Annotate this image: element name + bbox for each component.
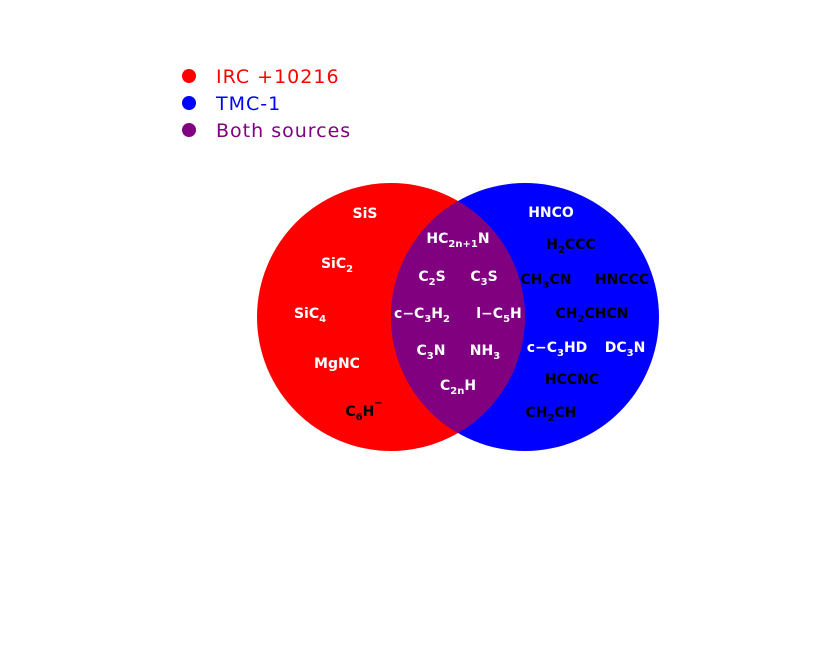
molecule-c-c3h2: c−C3H2	[394, 306, 450, 325]
molecule-c2nh: C2nH	[440, 378, 476, 397]
molecule-c3s: C3S	[470, 269, 497, 288]
molecule-sic4: SiC4	[294, 306, 326, 325]
molecule-hnco: HNCO	[528, 205, 574, 221]
molecule-l-c5h: l−C5H	[476, 306, 522, 325]
molecule-hc2n1n: HC2n+1N	[426, 231, 489, 250]
legend-marker-both	[182, 123, 196, 137]
molecule-sis: SiS	[353, 206, 378, 222]
overlap-region	[391, 183, 525, 451]
molecule-c6h-: C6H−	[345, 398, 382, 423]
molecule-ch2ch: CH2CH	[526, 405, 577, 424]
molecule-ch2chcn: CH2CHCN	[556, 306, 629, 325]
molecule-c2s: C2S	[418, 269, 445, 288]
molecule-hccnc: HCCNC	[545, 372, 599, 388]
legend-label-tmc: TMC-1	[215, 93, 281, 115]
molecule-c3n: C3N	[417, 343, 446, 362]
molecule-c-c3hd: c−C3HD	[527, 340, 588, 359]
legend-label-both: Both sources	[216, 120, 351, 142]
molecule-dc3n: DC3N	[605, 340, 646, 359]
molecule-ch3cn: CH3CN	[521, 272, 572, 291]
legend-marker-irc	[182, 69, 196, 83]
molecule-mgnc: MgNC	[314, 356, 360, 372]
legend: IRC +10216 TMC-1 Both sources	[182, 66, 351, 142]
legend-label-irc: IRC +10216	[216, 66, 340, 88]
legend-marker-tmc	[182, 96, 196, 110]
molecule-h2ccc: H2CCC	[546, 237, 596, 256]
molecule-nh3: NH3	[470, 343, 500, 362]
molecule-sic2: SiC2	[321, 256, 353, 275]
molecule-hnccc: HNCCC	[595, 272, 649, 288]
